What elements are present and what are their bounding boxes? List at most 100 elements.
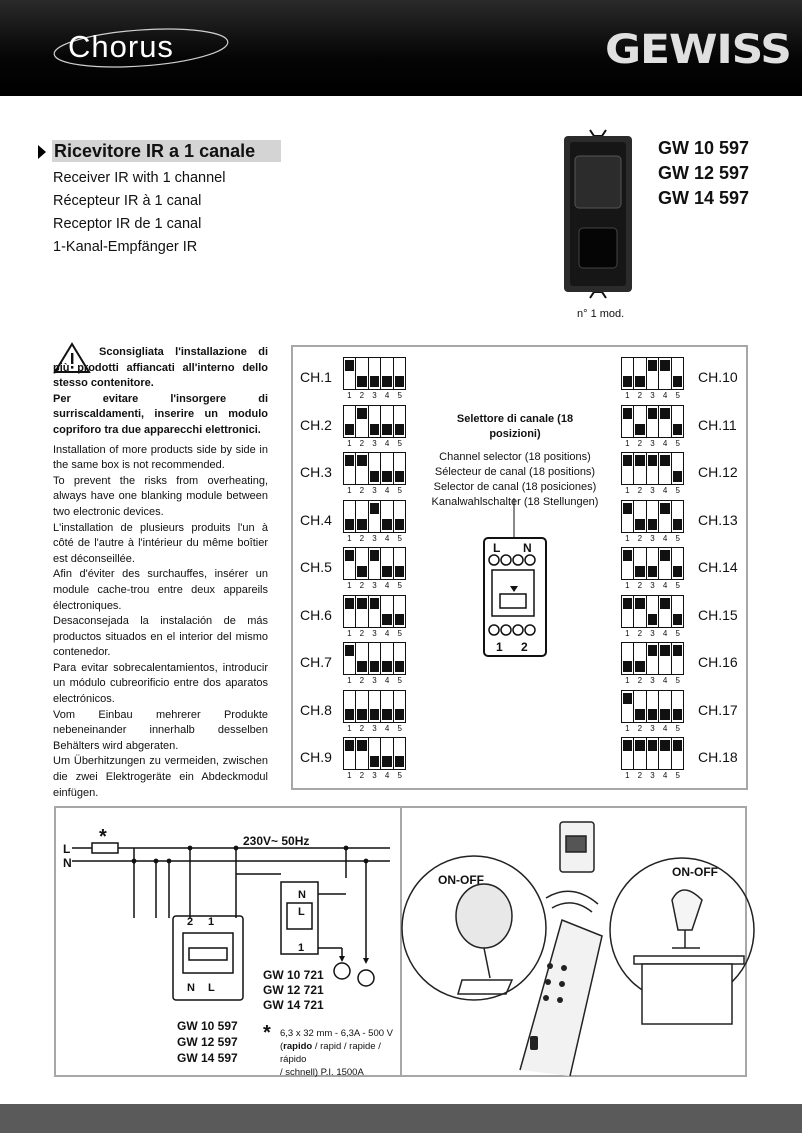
dip-switch-toggle (659, 405, 672, 437)
dip-switch-knob (394, 471, 405, 482)
dip-switch-number: 5 (397, 533, 402, 543)
channel-label: CH.1 (300, 369, 332, 385)
dip-switch-number: 3 (372, 533, 377, 543)
dip-switch-knob (369, 502, 380, 514)
terminal-L: L (493, 541, 501, 555)
dip-switch-knob (345, 455, 355, 466)
dip-switch-number: 5 (675, 581, 680, 590)
fuse-note-line: / schnell) P.I. 1500A (280, 1067, 364, 1078)
dip-switch-knob (382, 423, 392, 435)
dip-switch-knob (357, 566, 367, 577)
dip-switch-number: 1 (625, 438, 630, 448)
module-caption: n° 1 mod. (577, 308, 625, 320)
dip-switch-knob (357, 661, 367, 672)
dip-switch-knob (357, 407, 367, 419)
dip-switch-knob (660, 645, 670, 656)
dip-switch-knob (369, 661, 380, 672)
dip-switch-toggle (659, 690, 672, 722)
dip-switch-number: 2 (359, 438, 365, 448)
product-title: Ricevitore IR a 1 canale (52, 140, 281, 162)
dip-switch-toggle (381, 595, 394, 627)
dip-switch-knob (623, 597, 633, 609)
dip-switch-toggle (634, 643, 647, 674)
dip-switch-knob (647, 455, 658, 466)
code-3: GW 14 597 (658, 188, 750, 208)
dip-switch-number: 5 (397, 581, 402, 590)
dip-switch-toggle (356, 548, 369, 579)
dip-switch (343, 642, 406, 675)
dip-switch-toggle (381, 453, 394, 484)
dip-switch-knob (394, 518, 405, 530)
dip-switch (343, 689, 406, 723)
on-off-label-left: ON-OFF (438, 873, 484, 887)
wiring-panel (54, 806, 747, 1077)
act-code: GW 14 721 (263, 998, 324, 1012)
selector-line: Selector de canal (18 posiciones) (433, 481, 597, 493)
dip-switch-toggle (344, 738, 357, 769)
dip-switch (621, 404, 684, 438)
channel-label: CH.16 (698, 654, 738, 670)
dip-switch-knob (357, 708, 367, 720)
dip-switch-toggle (647, 405, 660, 437)
dip-switch-knob (345, 645, 355, 656)
dip-switch-number: 3 (650, 533, 655, 543)
dip-switch-number: 3 (650, 486, 655, 495)
dip-switch-toggle (659, 595, 672, 627)
dip-switch-number: 1 (347, 533, 352, 543)
dip-switch-number: 2 (637, 771, 643, 780)
dip-switch-number: 3 (650, 771, 655, 780)
dip-switch (343, 452, 406, 485)
dip-switch-toggle (394, 453, 405, 484)
footer-bar (0, 1104, 802, 1133)
dip-switch-toggle (394, 691, 405, 722)
dip-switch-knob (394, 423, 405, 435)
dip-switch-number: 4 (662, 533, 668, 543)
selector-line: Sélecteur de canal (18 positions) (434, 466, 596, 478)
dip-switch-knob (672, 518, 683, 530)
dip-switch-toggle (634, 405, 647, 437)
dip-switch-knob (382, 613, 392, 625)
warning-line: Vom Einbau mehrerer Produkte nebeneinand… (53, 708, 268, 752)
channel-label: CH.5 (300, 559, 332, 575)
dip-switch-number: 4 (384, 723, 390, 733)
dip-switch-toggle (369, 500, 382, 532)
dip-switch-number: 4 (384, 581, 390, 590)
channel-label: CH.8 (300, 701, 332, 718)
warning-text: Sconsigliata l'installazione di più prod… (53, 345, 268, 801)
dip-switch-toggle (634, 690, 647, 722)
dip-switch-knob (647, 566, 658, 577)
warning-bold-2: Per evitare l'insorgere di surriscaldame… (53, 392, 268, 436)
dip-switch-toggle (647, 738, 660, 769)
dip-switch-knob (382, 471, 392, 482)
dip-switch-number: 1 (625, 486, 630, 495)
dip-switch-number: 4 (662, 771, 668, 780)
channel-label: CH.3 (300, 464, 332, 480)
warning-line: Para evitar sobrecalentamientos, introdu… (53, 661, 268, 706)
dip-switch-knob (635, 597, 645, 609)
dip-switch-knob (647, 645, 658, 656)
dip-switch-toggle (394, 643, 405, 674)
dip-switch-knob (357, 597, 367, 609)
channel-label: CH.18 (698, 749, 738, 765)
dip-switch-knob (382, 756, 392, 767)
dip-switch-number: 5 (397, 486, 402, 495)
header-bar: Chorus GEWISS (0, 0, 802, 96)
dip-switch-toggle (394, 406, 405, 437)
rx-terminal-N: N (187, 982, 195, 994)
dip-switch (621, 452, 684, 485)
dip-switch-toggle (356, 453, 369, 484)
dip-switch-knob (635, 423, 645, 435)
selector-device-diagram (483, 498, 547, 657)
dip-switch-knob (647, 407, 658, 419)
dip-switch-number: 5 (397, 628, 402, 638)
channel-label: CH.17 (698, 701, 738, 718)
channel-label: CH.15 (698, 606, 738, 623)
dip-switch-toggle (647, 595, 660, 627)
dip-switch (621, 642, 684, 675)
dip-switch-toggle (394, 548, 405, 579)
